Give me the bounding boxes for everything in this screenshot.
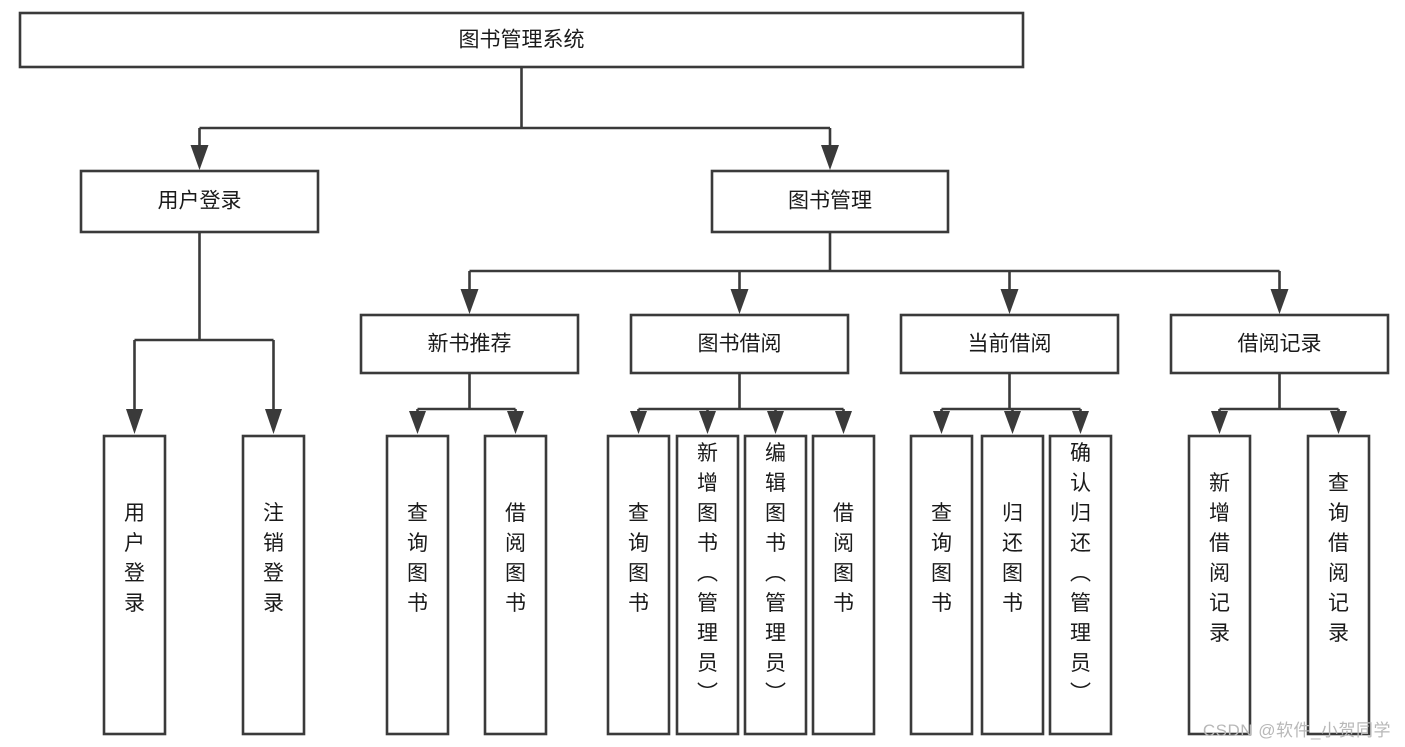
- node-leaf-borrow-book-1-box[interactable]: [483, 434, 548, 736]
- node-leaf-query-book-1-label: 查询图书: [407, 502, 428, 615]
- node-new-book-recommend[interactable]: 新书推荐: [359, 313, 580, 375]
- connector-group-book-borrow: [630, 373, 852, 434]
- node-leaf-return-book-label: 归还图书: [1002, 502, 1023, 615]
- node-leaf-edit-book-admin-box[interactable]: [743, 434, 808, 736]
- node-leaf-borrow-book-2-label: 借阅图书: [833, 502, 854, 615]
- node-leaf-query-book-3-label: 查询图书: [931, 502, 952, 615]
- node-root-label: 图书管理系统: [459, 29, 585, 52]
- node-borrow-records-box[interactable]: [1169, 313, 1390, 375]
- node-user-login-label: 用户登录: [158, 190, 242, 213]
- node-leaf-add-book-admin-label: 新增图书︵管理员︶: [697, 442, 718, 705]
- node-current-borrow[interactable]: 当前借阅: [899, 313, 1120, 375]
- node-leaf-add-borrow-record-label: 新增借阅记录: [1209, 472, 1230, 645]
- arrowhead-borrow-to-leaf3: [767, 411, 784, 434]
- node-leaf-query-borrow-record-box[interactable]: [1306, 434, 1371, 736]
- node-new-book-recommend-box[interactable]: [359, 313, 580, 375]
- arrowhead-newbook-to-leaf1: [409, 411, 426, 434]
- node-leaf-confirm-return-admin[interactable]: 确认归还︵管理员︶: [1048, 434, 1113, 736]
- arrowhead-borrow-to-leaf4: [835, 411, 852, 434]
- node-leaf-borrow-book-1[interactable]: 借阅图书: [483, 434, 548, 736]
- node-leaf-user-login-label: 用户登录: [124, 502, 145, 615]
- node-leaf-add-book-admin[interactable]: 新增图书︵管理员︶: [675, 434, 740, 736]
- node-leaf-borrow-book-2-box[interactable]: [811, 434, 876, 736]
- connector-group-new-book: [409, 373, 524, 434]
- arrowhead-root-to-user-login: [190, 145, 209, 170]
- node-leaf-confirm-return-admin-label: 确认归还︵管理员︶: [1070, 442, 1091, 705]
- node-book-borrow[interactable]: 图书借阅: [629, 313, 850, 375]
- node-current-borrow-label: 当前借阅: [968, 333, 1052, 356]
- node-leaf-user-login[interactable]: 用户登录: [102, 434, 167, 736]
- arrowhead-userlogin-to-leaf2: [265, 409, 282, 434]
- node-leaf-borrow-book-2[interactable]: 借阅图书: [811, 434, 876, 736]
- arrowhead-bookmgmt-to-current: [1000, 289, 1019, 314]
- connector-group-current-borrow: [933, 373, 1089, 434]
- node-borrow-records[interactable]: 借阅记录: [1169, 313, 1390, 375]
- node-current-borrow-box[interactable]: [899, 313, 1120, 375]
- arrowhead-bookmgmt-to-newbook: [460, 289, 479, 314]
- node-leaf-query-borrow-record[interactable]: 查询借阅记录: [1306, 434, 1371, 736]
- node-root-box[interactable]: [18, 11, 1025, 69]
- connector-group-user-login: [126, 232, 282, 434]
- node-leaf-add-borrow-record[interactable]: 新增借阅记录: [1187, 434, 1252, 736]
- node-leaf-add-borrow-record-box[interactable]: [1187, 434, 1252, 736]
- connector-group-book-management: [460, 232, 1289, 314]
- arrowhead-records-to-leaf1: [1211, 411, 1228, 434]
- node-leaf-query-borrow-record-label: 查询借阅记录: [1328, 472, 1349, 645]
- connector-group-borrow-records: [1211, 373, 1347, 434]
- node-leaf-query-book-2-box[interactable]: [606, 434, 671, 736]
- node-leaf-query-book-2[interactable]: 查询图书: [606, 434, 671, 736]
- node-borrow-records-label: 借阅记录: [1238, 333, 1322, 356]
- node-user-login[interactable]: 用户登录: [79, 169, 320, 234]
- arrowhead-bookmgmt-to-borrow: [730, 289, 749, 314]
- node-leaf-query-book-3[interactable]: 查询图书: [909, 434, 974, 736]
- csdn-watermark: CSDN @软件_小贺同学: [1202, 721, 1391, 740]
- node-leaf-query-book-1[interactable]: 查询图书: [385, 434, 450, 736]
- node-leaf-user-login-box[interactable]: [102, 434, 167, 736]
- arrowhead-current-to-leaf3: [1072, 411, 1089, 434]
- node-book-borrow-box[interactable]: [629, 313, 850, 375]
- node-leaf-borrow-book-1-label: 借阅图书: [505, 502, 526, 615]
- arrowhead-newbook-to-leaf2: [507, 411, 524, 434]
- arrowhead-userlogin-to-leaf1: [126, 409, 143, 434]
- node-book-management[interactable]: 图书管理: [710, 169, 950, 234]
- connector-group-root: [190, 67, 839, 170]
- arrowhead-current-to-leaf2: [1004, 411, 1021, 434]
- arrowhead-bookmgmt-to-records: [1270, 289, 1289, 314]
- node-new-book-recommend-label: 新书推荐: [428, 333, 512, 356]
- node-leaf-return-book-box[interactable]: [980, 434, 1045, 736]
- node-book-borrow-label: 图书借阅: [698, 333, 782, 356]
- node-book-management-box[interactable]: [710, 169, 950, 234]
- node-leaf-edit-book-admin[interactable]: 编辑图书︵管理员︶: [743, 434, 808, 736]
- node-leaf-logout-label: 注销登录: [263, 502, 284, 615]
- node-book-management-label: 图书管理: [788, 190, 872, 213]
- node-leaf-edit-book-admin-label: 编辑图书︵管理员︶: [765, 442, 786, 705]
- arrowhead-root-to-book-mgmt: [821, 145, 839, 170]
- arrowhead-records-to-leaf2: [1330, 411, 1347, 434]
- node-leaf-query-book-1-box[interactable]: [385, 434, 450, 736]
- node-leaf-confirm-return-admin-box[interactable]: [1048, 434, 1113, 736]
- arrowhead-current-to-leaf1: [933, 411, 950, 434]
- node-user-login-box[interactable]: [79, 169, 320, 234]
- node-root-book-management-system[interactable]: 图书管理系统: [18, 11, 1025, 69]
- node-leaf-logout[interactable]: 注销登录: [241, 434, 306, 736]
- arrowhead-borrow-to-leaf1: [630, 411, 647, 434]
- node-leaf-return-book[interactable]: 归还图书: [980, 434, 1045, 736]
- arrowhead-borrow-to-leaf2: [699, 411, 716, 434]
- node-leaf-add-book-admin-box[interactable]: [675, 434, 740, 736]
- node-leaf-logout-box[interactable]: [241, 434, 306, 736]
- node-leaf-query-book-3-box[interactable]: [909, 434, 974, 736]
- node-leaf-query-book-2-label: 查询图书: [628, 502, 649, 615]
